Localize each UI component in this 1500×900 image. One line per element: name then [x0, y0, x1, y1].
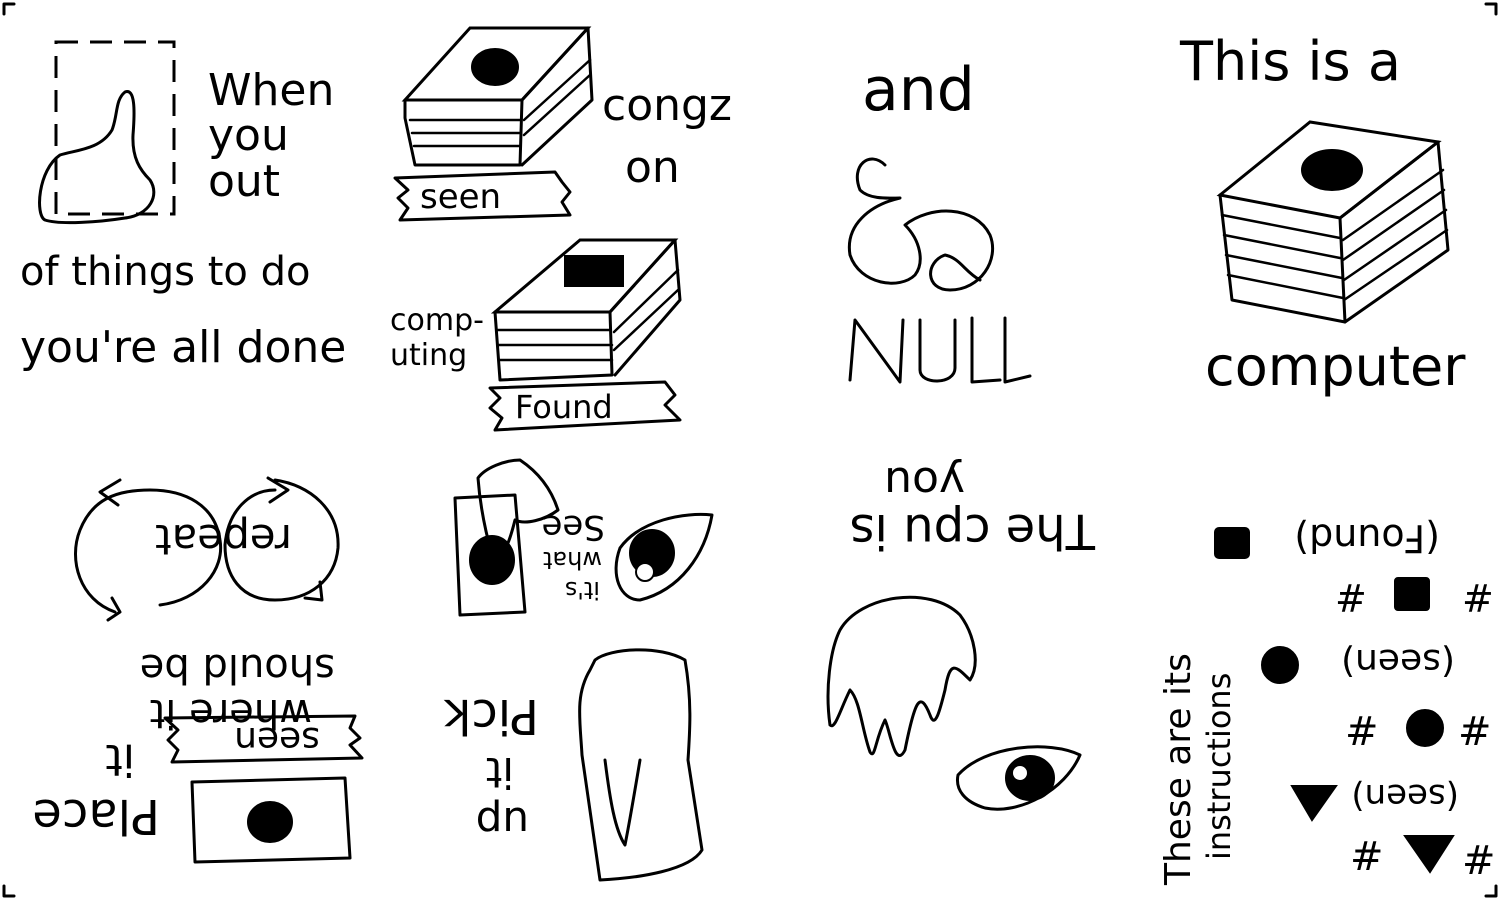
of-things-text: of things to do: [20, 249, 310, 295]
comp-text: comp-: [390, 303, 484, 338]
found-tag-outline: [488, 380, 682, 432]
out-text: out: [208, 156, 280, 207]
instr-row-4-hash-a: #: [1345, 709, 1379, 755]
what-text-inverted: what: [543, 546, 602, 574]
instr-row-6-hash-b: #: [1462, 838, 1496, 884]
when-text: When: [208, 65, 334, 116]
congz-text: congz: [602, 80, 732, 131]
watching-eye-highlight: [1011, 764, 1029, 782]
eye-highlight: [635, 562, 655, 582]
open-hand: [826, 595, 977, 757]
computer-stack-icon: [1216, 120, 1450, 324]
eye-outline: [614, 512, 714, 602]
computer-text: computer: [1205, 335, 1466, 398]
you-text-inverted: you: [884, 457, 965, 508]
instr-row-3-label: (seen): [1341, 641, 1455, 682]
triangle-icon-2: [1403, 835, 1455, 874]
instr-row-2-hash-b: #: [1462, 577, 1494, 621]
panel-computer: This is a computer: [1179, 30, 1466, 398]
uting-text: uting: [390, 338, 467, 373]
null-text: NULL: [920, 439, 923, 441]
it-text-pick-inverted: it: [486, 748, 514, 797]
instructions-text: instructions: [1200, 673, 1238, 860]
dashed-frame: [54, 40, 176, 216]
panel-see-pick: it's what See up it Pick: [443, 458, 714, 882]
ampersand-symbol: [847, 157, 995, 292]
on-text: on: [625, 142, 680, 193]
repeat-loop-left: [74, 478, 223, 622]
repeat-text: repeat: [155, 515, 292, 564]
card-with-hand: [453, 493, 527, 617]
dot-icon: [247, 801, 293, 843]
instr-row-1-label: (Found): [1294, 516, 1440, 560]
instr-row-6-hash-a: #: [1350, 834, 1384, 880]
all-done-text: you're all done: [20, 322, 346, 373]
its-text-inverted: it's: [565, 576, 600, 604]
instr-row-4-hash-b: #: [1458, 709, 1492, 755]
stack-icon-top: [401, 26, 594, 167]
these-are-its-text: These are its: [1158, 653, 1199, 886]
seen-tag-outline-inverted: [163, 714, 364, 764]
dot-on-card: [469, 535, 515, 585]
found-tag-label: Found: [515, 388, 613, 426]
card-with-dot: [190, 776, 352, 864]
square-icon-2: [1394, 577, 1430, 611]
instr-row-2-hash-a: #: [1335, 577, 1367, 621]
panel-repeat: repeat where it should be seen it Place: [32, 476, 364, 864]
this-is-a-text: This is a: [1179, 30, 1401, 93]
panel-cpu-is-you: you The cpu is: [826, 457, 1096, 811]
circle-icon-2: [1406, 709, 1444, 747]
place-text-inverted: Place: [32, 788, 160, 844]
circle-icon-1: [1261, 646, 1299, 684]
panel-congz: seen congz on comp- uting Found: [390, 26, 732, 432]
seen-tag-label-inverted: seen: [234, 719, 320, 760]
watching-eye: [955, 745, 1082, 811]
pick-text-inverted: Pick: [443, 688, 539, 744]
instr-row-5-label: (seen): [1351, 776, 1459, 816]
you-text: you: [208, 110, 289, 161]
repeat-loop-right: [223, 476, 340, 602]
panel-instructions: These are its instructions (Found) # # (…: [1158, 516, 1496, 886]
should-be-text: should be: [140, 645, 335, 691]
it-text-inverted: it: [106, 734, 135, 785]
null-text-outline: [848, 316, 1032, 384]
see-text-inverted: See: [542, 507, 605, 547]
triangle-icon-1: [1290, 785, 1338, 822]
panel-when-you-out: When you out of things to do you're all …: [20, 40, 346, 373]
cpu-is-text-inverted: The cpu is: [850, 503, 1096, 559]
seen-tag-label: seen: [420, 177, 501, 217]
panel-and-null: and NULL: [847, 55, 1032, 441]
up-text-inverted: up: [476, 798, 529, 847]
stack-icon-bottom: [490, 238, 682, 382]
pointing-hand: [476, 458, 560, 562]
square-icon-1: [1214, 527, 1250, 559]
seen-tag-outline: [393, 170, 572, 222]
blob-shape: [38, 90, 156, 225]
grabbing-hand: [578, 648, 704, 882]
and-text: and: [862, 55, 975, 125]
